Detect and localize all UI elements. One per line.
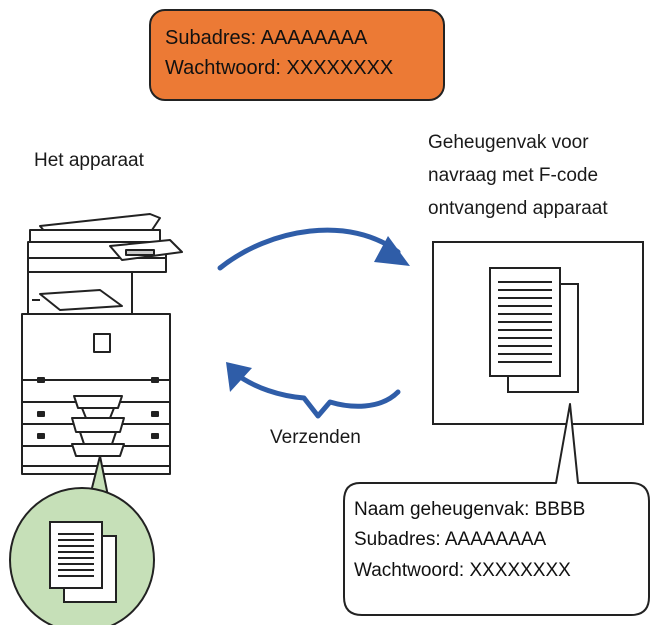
top-box-subaddress: Subadres: AAAAAAAA (165, 27, 368, 49)
top-info-box: Subadres: AAAAAAAA Wachtwoord: XXXXXXXX (149, 9, 445, 101)
machine-label: Het apparaat (34, 150, 144, 171)
document-icon-box (489, 267, 579, 393)
send-label: Verzenden (270, 427, 361, 448)
top-box-password: Wachtwoord: XXXXXXXX (165, 57, 394, 79)
memory-label-line1: Geheugenvak voor (428, 132, 589, 153)
memory-label-line2: navraag met F-code (428, 165, 599, 186)
callout-text: Naam geheugenvak: BBBB Subadres: AAAAAAA… (344, 481, 649, 615)
callout-memory-name: Naam geheugenvak: BBBB (354, 499, 586, 520)
arrow-bottom (226, 362, 401, 419)
printer-icon (21, 213, 183, 475)
callout-subaddress: Subadres: AAAAAAAA (354, 529, 547, 551)
document-icon-circle (49, 521, 117, 603)
arrow-top (217, 227, 410, 271)
memory-label-line3: ontvangend apparaat (428, 198, 608, 219)
callout-password: Wachtwoord: XXXXXXXX (354, 559, 571, 581)
callout-box-outline (343, 403, 650, 616)
